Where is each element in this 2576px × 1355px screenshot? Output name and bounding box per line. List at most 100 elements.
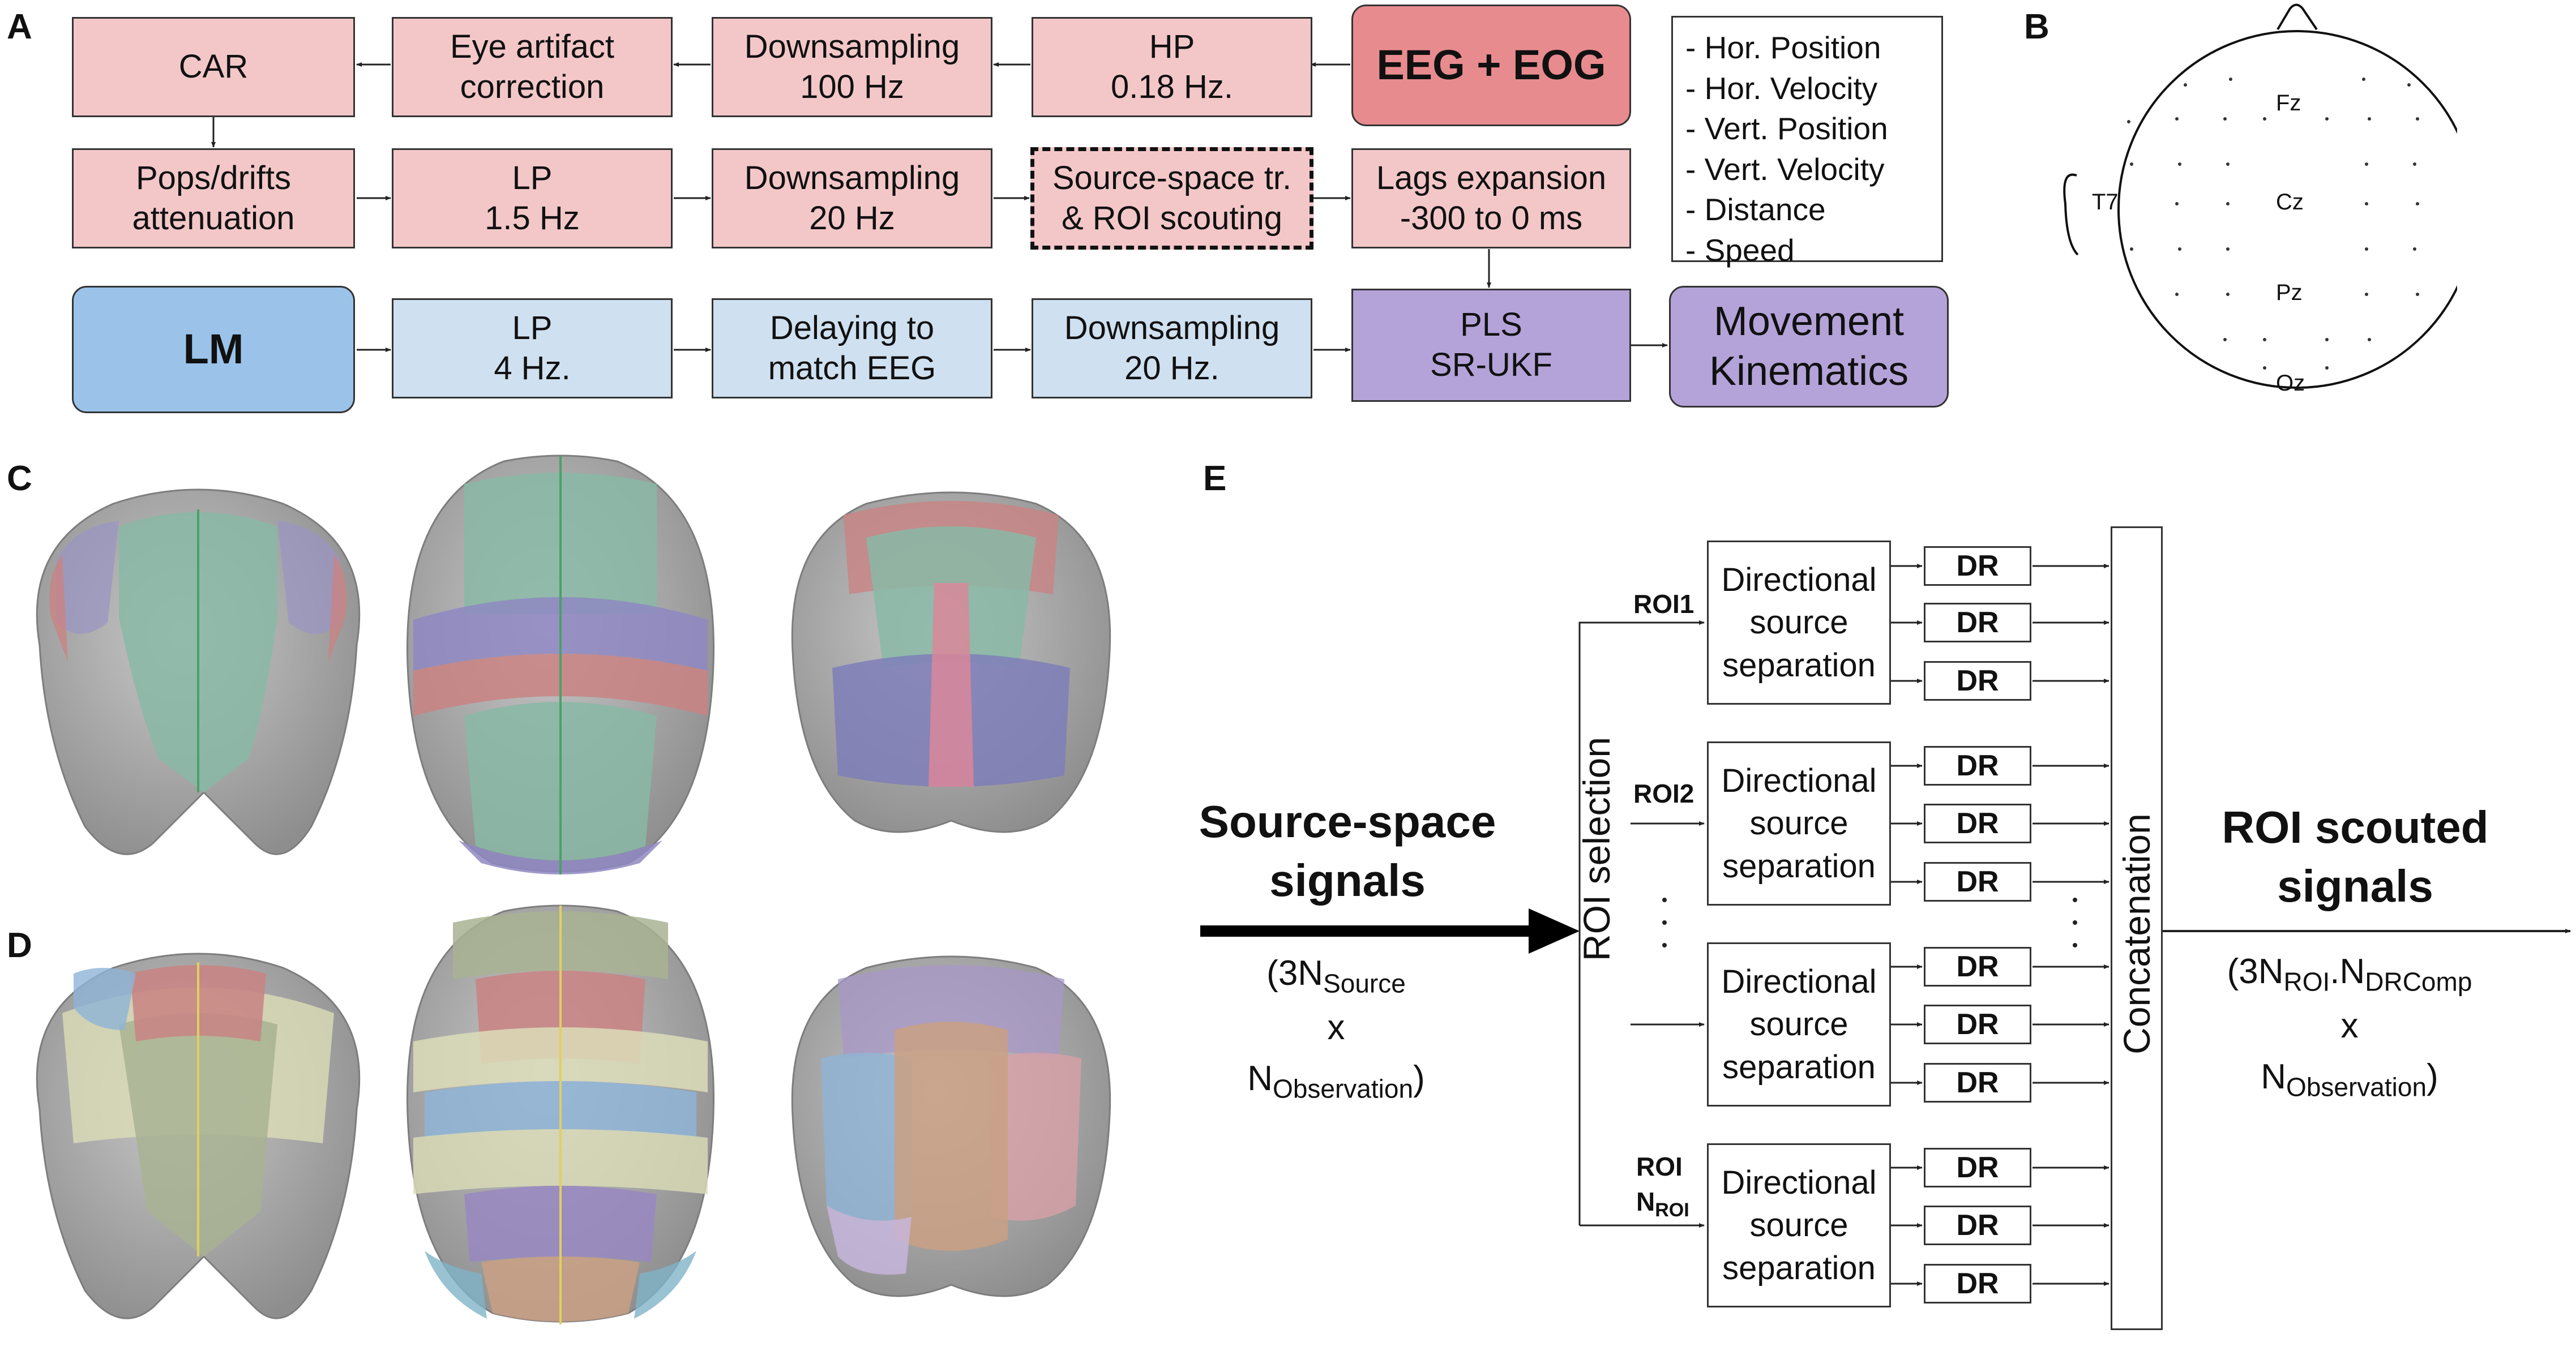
roin-label-line-1: ROI [1636, 1152, 1683, 1181]
dss-label-3: separation [1722, 646, 1876, 684]
lags-label-2: -300 to 0 ms [1400, 199, 1583, 237]
out-formula-close: ) [2427, 1057, 2438, 1096]
pops-drifts-box: Pops/drifts attenuation [72, 148, 355, 248]
kinematics-item: - Hor. Velocity [1685, 70, 1878, 106]
in-formula-a: (3N [1266, 954, 1324, 993]
lp4-label-1: LP [512, 309, 553, 346]
downsampling-20b-label-1: Downsampling [1064, 309, 1280, 346]
downsampling-100-label-2: 100 Hz [800, 68, 904, 105]
downsampling-20b-box: Downsampling 20 Hz. [1032, 298, 1312, 398]
pops-label-1: Pops/drifts [136, 159, 291, 196]
out-formula-b-sub: Observation [2286, 1072, 2427, 1102]
dr-box: DR [1924, 1148, 2031, 1187]
source-title-line-2: signals [1269, 855, 1426, 906]
concatenation-label: Concatenation [2111, 736, 2163, 1132]
roin-label-sub: ROI [1655, 1199, 1689, 1221]
downsampling-20-label-1: Downsampling [744, 159, 960, 196]
eye-artifact-label-1: Eye artifact [450, 28, 615, 65]
roi-selection-text: ROI selection [1576, 736, 1618, 962]
downsampling-20-label-2: 20 Hz [809, 199, 895, 237]
dss-label-1: Directional [1721, 1164, 1877, 1201]
hp-filter-box: HP 0.18 Hz. [1032, 17, 1312, 117]
lm-label: LM [183, 325, 244, 373]
panel-letter-b: B [2024, 7, 2049, 46]
pops-label-2: attenuation [132, 199, 295, 237]
panel-letter-c: C [7, 459, 32, 498]
downsampling-100-label-1: Downsampling [744, 28, 960, 65]
dss-label-2: source [1749, 805, 1848, 842]
electrode-oz: Oz [2276, 371, 2305, 396]
delaying-box: Delaying to match EEG [712, 298, 992, 398]
in-formula-b-sub: Observation [1273, 1074, 1414, 1104]
in-formula-a-sub: Source [1323, 968, 1406, 998]
nose-shape [2277, 3, 2318, 31]
dss-label-1: Directional [1721, 762, 1877, 799]
dr-box: DR [1924, 1264, 2031, 1303]
out-formula-b: N [2261, 1057, 2287, 1096]
panel-letter-a: A [7, 7, 32, 46]
lags-expansion-box: Lags expansion -300 to 0 ms [1351, 148, 1631, 248]
dss-label-2: source [1749, 604, 1848, 641]
downsampling-20b-label-2: 20 Hz. [1124, 349, 1219, 387]
dss-label-2: source [1749, 1006, 1848, 1043]
left-ear-shape [2063, 173, 2079, 256]
out-formula-a-sub: ROI [2283, 967, 2330, 997]
brain-d-front [36, 953, 361, 1319]
eeg-eog-box: EEG + EOG [1351, 5, 1631, 126]
eeg-eog-label: EEG + EOG [1376, 41, 1606, 89]
in-formula-x: x [1327, 1008, 1345, 1048]
dss-box-2: Directional source separation [1707, 741, 1891, 906]
lm-box: LM [72, 286, 355, 413]
continuation-dots [1662, 898, 2077, 947]
electrode-cz: Cz [2276, 190, 2304, 215]
brain-c-back [791, 491, 1111, 833]
car-box: CAR [72, 17, 355, 117]
movement-kinematics-box: Movement Kinematics [1669, 286, 1949, 408]
mk-label-1: Movement [1713, 298, 1905, 344]
panel-letter-e: E [1203, 459, 1227, 498]
dss-label-3: separation [1722, 847, 1876, 885]
output-title-line-2: signals [2277, 861, 2433, 911]
electrode-dots [2127, 78, 2419, 370]
brain-d-back [791, 955, 1111, 1297]
in-formula-close: ) [1413, 1058, 1425, 1098]
dss-label-3: separation [1722, 1048, 1876, 1086]
roin-label-n: N [1636, 1187, 1655, 1217]
concatenation-text: Concatenation [2116, 813, 2158, 1054]
out-formula-a: (3N [2227, 952, 2284, 991]
pipeline-arrows [211, 62, 1668, 352]
lp-1-5-box: LP 1.5 Hz [392, 148, 673, 248]
source-space-label-1: Source-space tr. [1052, 159, 1292, 196]
output-title-line-1: ROI scouted [2222, 802, 2489, 852]
kinematics-item: - Vert. Position [1685, 111, 1888, 146]
roi-selection-label: ROI selection [1568, 651, 1625, 1047]
dss-label-3: separation [1722, 1249, 1876, 1287]
dr-concat-arrows [2032, 564, 2109, 1286]
roin-label: ROI NROI [1636, 1149, 1689, 1224]
out-formula-dot-sub: DRComp [2365, 967, 2472, 997]
lp-label-1: LP [512, 159, 553, 196]
dr-box: DR [1924, 862, 2031, 902]
dr-box: DR [1924, 746, 2031, 786]
dr-box: DR [1924, 1206, 2031, 1245]
electrode-t7: T7 [2092, 190, 2119, 215]
dss-dr-arrows [1891, 564, 1923, 1286]
in-formula-b: N [1247, 1058, 1273, 1098]
eye-artifact-label-2: correction [460, 68, 605, 105]
brain-c-top [406, 454, 715, 874]
roi-scouted-signals-title: ROI scouted signals [2174, 798, 2536, 916]
roi2-label: ROI2 [1633, 779, 1694, 808]
kinematics-item: - Vert. Velocity [1685, 151, 1885, 187]
mk-label-2: Kinematics [1709, 348, 1909, 394]
concatenation-box [2111, 526, 2163, 1330]
dr-box: DR [1924, 546, 2031, 586]
source-space-box: Source-space tr. & ROI scouting [1030, 147, 1313, 250]
dss-box-4: Directional source separation [1707, 1143, 1891, 1307]
downsampling-100-box: Downsampling 100 Hz [712, 17, 992, 117]
scouting-connectors [1200, 564, 2571, 1286]
kinematics-item: - Distance [1685, 192, 1826, 227]
hp-label-2: 0.18 Hz. [1111, 68, 1233, 105]
dr-box: DR [1924, 603, 2031, 642]
pls-label-1: PLS [1460, 306, 1522, 344]
output-dimension-formula: (3NROI.NDRComp x NObservation) [2185, 946, 2514, 1106]
